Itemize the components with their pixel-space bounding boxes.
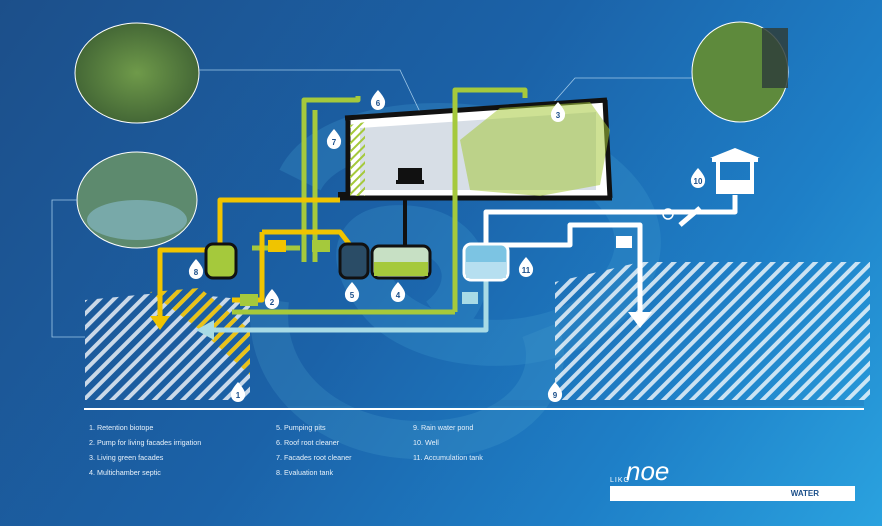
pump-icon [240, 294, 258, 306]
marker-number: 11 [522, 266, 531, 275]
marker-number: 8 [194, 268, 199, 277]
marker-9: 9 [547, 382, 563, 402]
legend-item: 10. Well [413, 438, 439, 447]
legend-item: 5. Pumping pits [276, 423, 326, 432]
marker-2: 2 [264, 289, 280, 309]
yellow-arrow [150, 316, 170, 330]
photo-living-facade [74, 22, 200, 124]
white-arrow [628, 312, 652, 328]
marker-drop-icon [550, 102, 566, 122]
green-pipe-network [232, 87, 528, 315]
marker-8: 8 [188, 259, 204, 279]
evaluation-tank [204, 242, 238, 280]
logo-small-text: LIKO [610, 477, 630, 484]
marker-number: 7 [332, 138, 337, 147]
marker-drop-icon [518, 257, 534, 277]
legend-item: 7. Facades root cleaner [276, 453, 352, 462]
marker-drop-icon [370, 90, 386, 110]
marker-3: 3 [550, 102, 566, 122]
marker-number: 6 [376, 99, 381, 108]
retention-biotope-yellow-area [150, 288, 250, 375]
legend-divider [84, 408, 864, 410]
legend-column-1: 1. Retention biotope 2. Pump for living f… [89, 420, 201, 480]
legend-item: 9. Rain water pond [413, 423, 474, 432]
marker-drop-icon [230, 382, 246, 402]
marker-11: 11 [518, 257, 534, 277]
marker-1: 1 [230, 382, 246, 402]
marker-drop-icon [344, 282, 360, 302]
legend-item: 6. Roof root cleaner [276, 438, 340, 447]
white-pipe-network [483, 195, 738, 315]
marker-number: 1 [236, 391, 241, 400]
marker-drop-icon [390, 282, 406, 302]
marker-number: 9 [553, 391, 558, 400]
marker-6: 6 [370, 90, 386, 110]
legend-item: 2. Pump for living facades irrigation [89, 438, 202, 447]
living-green-facade [460, 102, 610, 196]
marker-number: 10 [694, 177, 703, 186]
marker-4: 4 [390, 282, 406, 302]
gauge-icon [662, 208, 674, 220]
accumulation-tank [462, 242, 510, 282]
marker-number: 2 [270, 298, 275, 307]
multichamber-septic [370, 244, 432, 280]
pump-icon [312, 240, 330, 252]
marker-drop-icon [547, 382, 563, 402]
pump-icon [268, 240, 286, 252]
marker-5: 5 [344, 282, 360, 302]
marker-10: 10 [690, 168, 706, 188]
pumping-pit [338, 242, 370, 280]
well-icon [710, 148, 760, 194]
marker-7: 7 [326, 129, 342, 149]
marker-number: 4 [396, 291, 401, 300]
marker-number: 3 [556, 111, 561, 120]
legend-item: 8. Evaluation tank [276, 468, 334, 477]
light-blue-pipe-network [210, 280, 489, 333]
legend-item: 4. Multichamber septic [89, 468, 161, 477]
marker-drop-icon [690, 168, 706, 188]
photo-connector-3 [51, 199, 85, 338]
marker-layer: 1 2 3 4 5 6 7 8 9 10 11 [188, 90, 706, 402]
pump-icon [616, 236, 632, 248]
logo-large-text: noe [626, 456, 669, 486]
marker-drop-icon [188, 259, 204, 279]
rain-water-pond-area [555, 262, 870, 400]
pump-icon [462, 292, 478, 304]
legend-column-3: 9. Rain water pond 10. Well 11. Accumulati… [413, 420, 483, 465]
light-blue-arrow [196, 320, 214, 340]
photo-connector-1 [199, 69, 421, 113]
legend-item: 11. Accumulation tank [413, 453, 483, 462]
legend-item: 3. Living green facades [89, 453, 164, 462]
legend-column-2: 5. Pumping pits 6. Roof root cleaner 7. Fa… [276, 420, 352, 480]
photo-connector-2 [544, 77, 692, 113]
marker-number: 5 [350, 291, 355, 300]
legend-item: 1. Retention biotope [89, 423, 154, 432]
marker-drop-icon [264, 289, 280, 309]
marker-drop-icon [326, 129, 342, 149]
brand-logo: LIKO noe [610, 456, 669, 486]
section-label: WATER [610, 486, 855, 501]
